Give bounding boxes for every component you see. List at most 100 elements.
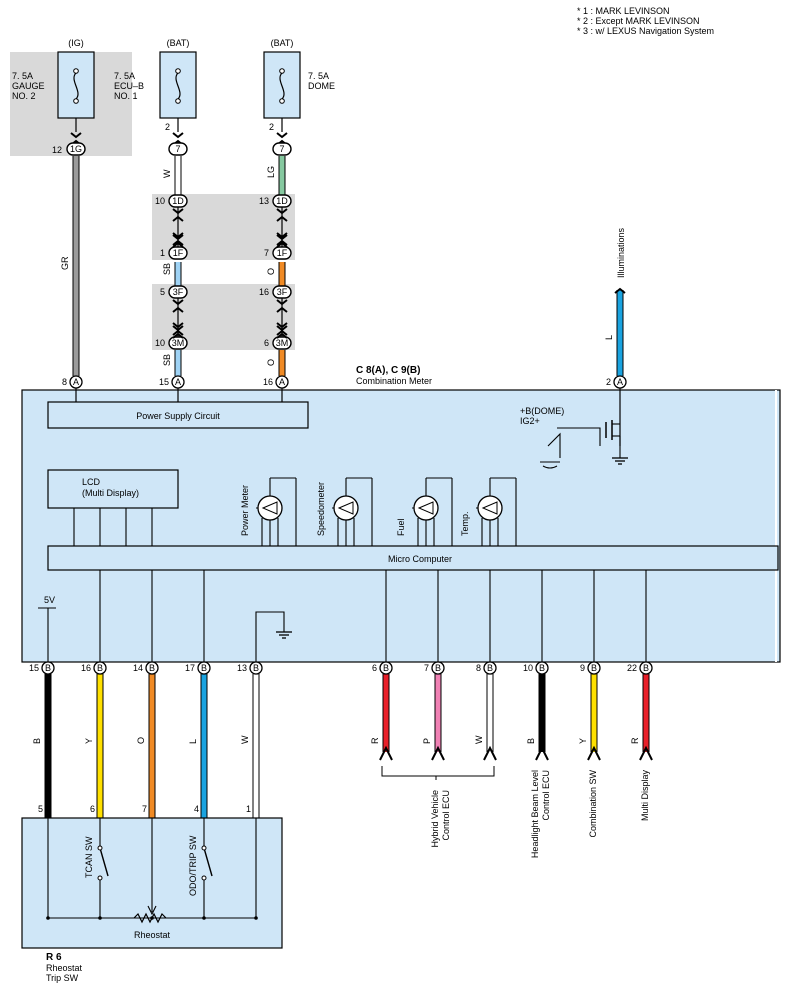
combination-meter-box bbox=[21, 389, 781, 663]
fuse-rating-2: 7. 5A bbox=[114, 71, 135, 81]
fuse-terminal-top-2 bbox=[175, 68, 181, 74]
bottom-wire-label-10: Y bbox=[578, 738, 588, 744]
dest-combination-sw: Combination SW bbox=[588, 769, 598, 837]
rs-junction-1 bbox=[46, 916, 50, 920]
rheostat-pin-4: 4 bbox=[194, 804, 199, 814]
jc-mid-b1 bbox=[172, 325, 184, 332]
meter-bottom-pin-7-label: B bbox=[435, 663, 441, 673]
bottom-wire-label-4: L bbox=[188, 739, 198, 744]
jc-mid-a4 bbox=[276, 241, 288, 248]
gauge-label-2: Speedometer bbox=[316, 482, 326, 536]
power-supply-label: Power Supply Circuit bbox=[136, 411, 220, 421]
rheostat-name-1: Rheostat bbox=[46, 963, 83, 973]
gauge-2 bbox=[333, 495, 359, 521]
rheostat-resistor bbox=[133, 912, 167, 924]
jc-mid-a1 bbox=[172, 234, 184, 241]
jc-mid-b4 bbox=[276, 332, 288, 339]
gauge-needle-1 bbox=[261, 501, 278, 515]
dome-label: +B(DOME) bbox=[520, 406, 564, 416]
fuse-connector-2 bbox=[168, 142, 188, 156]
wire-sb2-label: SB bbox=[162, 354, 172, 366]
meter-id: C 8(A), C 9(B) bbox=[356, 365, 420, 376]
dest-headlight-2: Control ECU bbox=[541, 770, 551, 821]
meter-bottom-pin-10 bbox=[587, 661, 601, 675]
tcan-dot-1 bbox=[97, 845, 103, 851]
illum-arrow bbox=[614, 287, 626, 294]
rheo-wiper-arrow bbox=[147, 905, 157, 916]
jc-mid-a2 bbox=[172, 241, 184, 248]
jc-mid-b2 bbox=[172, 332, 184, 339]
fuse-source-3: (BAT) bbox=[271, 38, 294, 48]
meter-bottom-pin-6 bbox=[379, 661, 393, 675]
meter-top-pin-num-3: 16 bbox=[263, 377, 273, 387]
dest-arrow-9 bbox=[535, 745, 549, 761]
meter-bottom-pin-num-2: 16 bbox=[81, 663, 91, 673]
fuse-arrow-1 bbox=[70, 132, 82, 139]
volt-label: 5V bbox=[44, 595, 55, 605]
meter-bottom-pin-2 bbox=[93, 661, 107, 675]
jc-mid-a3 bbox=[276, 234, 288, 241]
fuse-connector-1-label: 1G bbox=[70, 144, 82, 154]
lcd-sub-label: (Multi Display) bbox=[82, 488, 139, 498]
junction-4-right-label: 3M bbox=[276, 338, 289, 348]
meter-bottom-pin-10-label: B bbox=[591, 663, 597, 673]
meter-bottom-pin-num-9: 10 bbox=[523, 663, 533, 673]
fuse-no-1: NO. 2 bbox=[12, 91, 36, 101]
meter-top-pin-num-1: 8 bbox=[62, 377, 67, 387]
meter-bottom-pin-3 bbox=[145, 661, 159, 675]
junction-1-right-label: 1D bbox=[276, 196, 288, 206]
meter-bottom-pin-8-label: B bbox=[487, 663, 493, 673]
wire-l-top-label: L bbox=[604, 335, 614, 340]
junction-4-pin-right: 6 bbox=[264, 338, 269, 348]
meter-bottom-pin-5-label: B bbox=[253, 663, 259, 673]
rheostat-pin-3: 7 bbox=[142, 804, 147, 814]
meter-bottom-pin-11-label: B bbox=[643, 663, 649, 673]
ground-lead-2 bbox=[255, 611, 285, 662]
illuminations-label: Illuminations bbox=[616, 227, 626, 278]
fuse-element-1 bbox=[73, 72, 79, 100]
odo-switch bbox=[203, 847, 213, 877]
meter-name: Combination Meter bbox=[356, 376, 432, 386]
junction-1-pin-left: 10 bbox=[155, 196, 165, 206]
meter-bottom-pin-8 bbox=[483, 661, 497, 675]
rs-junction-3 bbox=[150, 916, 154, 920]
fuse-connector-3 bbox=[272, 142, 292, 156]
odo-dot-2 bbox=[201, 875, 207, 881]
junction-1-left-label: 1D bbox=[172, 196, 184, 206]
hybrid-brace bbox=[381, 766, 495, 780]
note-1: * 1 : MARK LEVINSON bbox=[577, 6, 670, 16]
rs-junction-4 bbox=[202, 916, 206, 920]
fuse-arrow-2 bbox=[172, 132, 184, 139]
meter-top-pin-3-label: A bbox=[279, 377, 285, 387]
bottom-wire-label-6: R bbox=[370, 737, 380, 744]
dest-arrow-7 bbox=[431, 745, 445, 761]
rs-junction-2 bbox=[98, 916, 102, 920]
wire-o1-label: O bbox=[266, 268, 276, 275]
dest-arrow-8 bbox=[483, 745, 497, 761]
meter-top-pin-num-4: 2 bbox=[606, 377, 611, 387]
junction-2-right-label: 1F bbox=[277, 248, 288, 258]
junction-3-left-label: 3F bbox=[173, 287, 184, 297]
rs-junction-5 bbox=[254, 916, 258, 920]
gauge-label-1: Power Meter bbox=[240, 485, 250, 536]
meter-bottom-pin-num-4: 17 bbox=[185, 663, 195, 673]
gauge-label-4: Temp. bbox=[460, 511, 470, 536]
dest-arrow-6 bbox=[379, 745, 393, 761]
meter-bottom-pin-num-6: 6 bbox=[372, 663, 377, 673]
wire-o2-label: O bbox=[266, 359, 276, 366]
fuse-terminal-bottom-1 bbox=[73, 98, 79, 104]
wire-sb1-label: SB bbox=[162, 263, 172, 275]
note-3: * 3 : w/ LEXUS Navigation System bbox=[577, 26, 714, 36]
fuse-source-1: (IG) bbox=[68, 38, 84, 48]
rheostat-pin-1: 5 bbox=[38, 804, 43, 814]
dest-hybrid-1: Hybrid Vehicle bbox=[430, 790, 440, 848]
fuse-connector-1 bbox=[66, 142, 86, 156]
junction-2-pin-left: 1 bbox=[160, 248, 165, 258]
tcan-switch bbox=[99, 847, 109, 877]
fuse-no-2: NO. 1 bbox=[114, 91, 138, 101]
dest-headlight-1: Headlight Beam Level bbox=[530, 770, 540, 858]
fuse-element-2 bbox=[175, 72, 181, 100]
gauge-3 bbox=[413, 495, 439, 521]
junction-3-pin-right: 16 bbox=[259, 287, 269, 297]
